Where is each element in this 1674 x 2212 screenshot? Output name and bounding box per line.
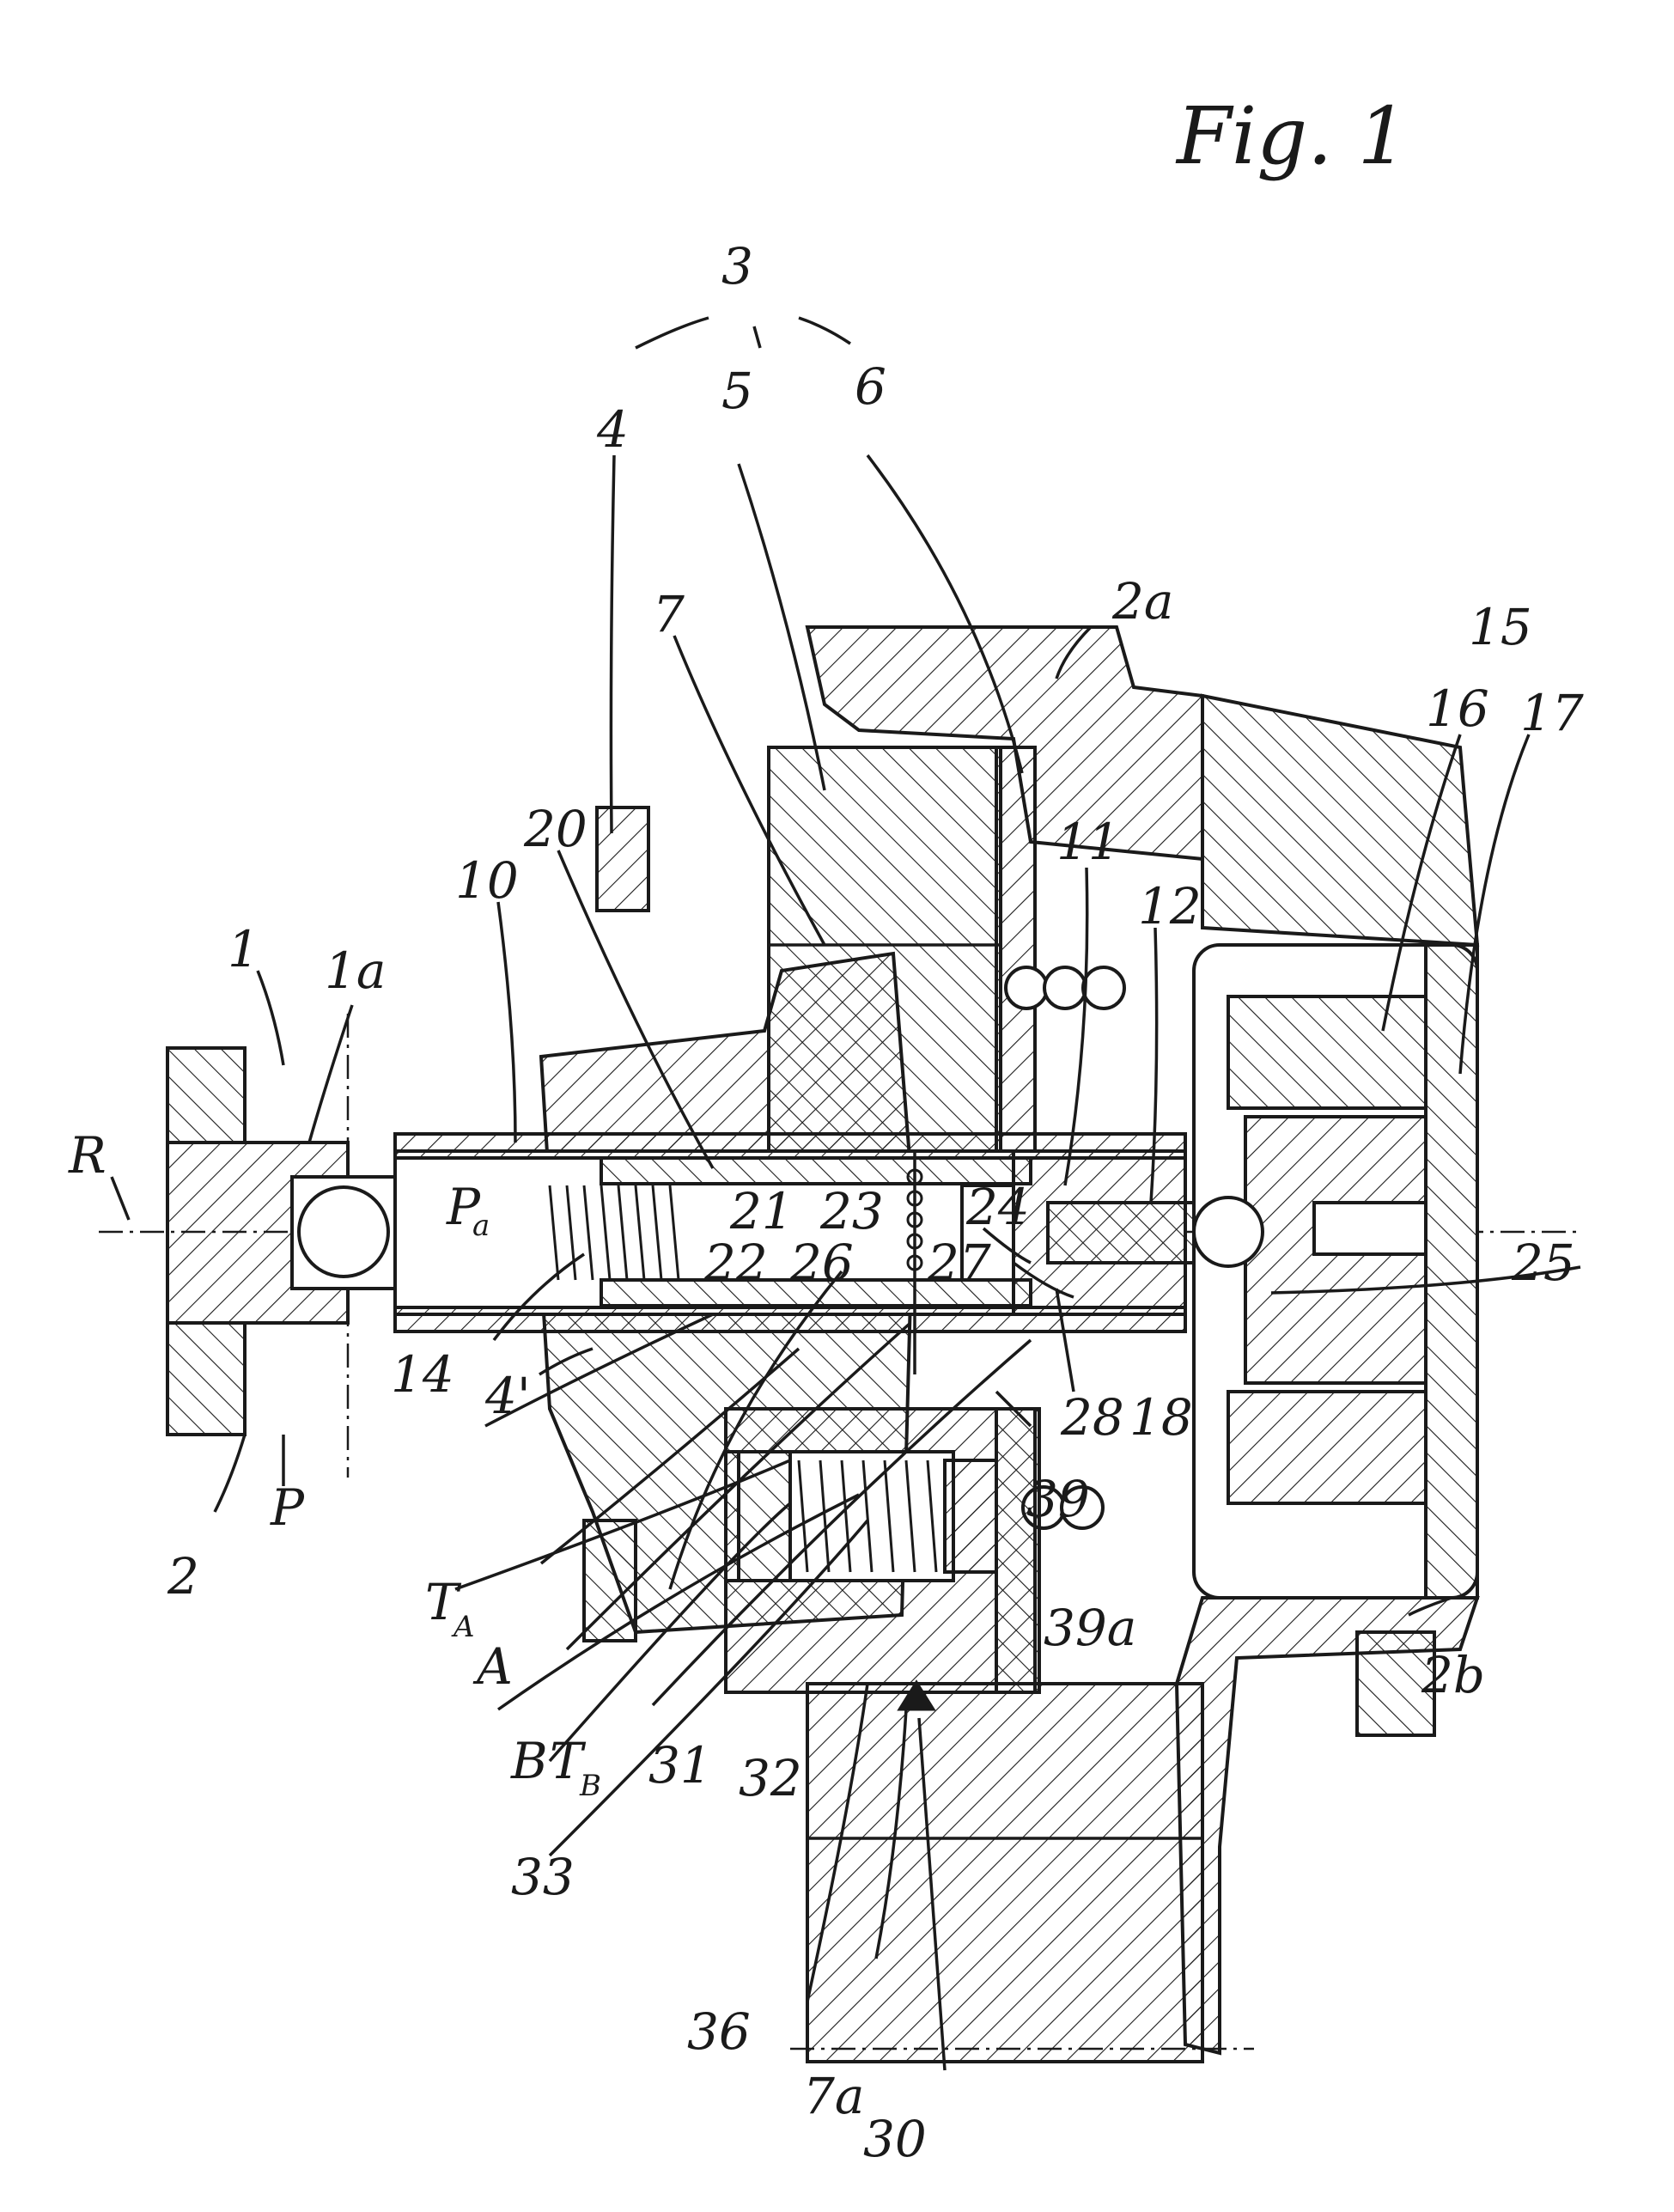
label-24: 24 xyxy=(965,1178,1030,1236)
label-7a: 7a xyxy=(803,2067,864,2125)
label-21: 21 xyxy=(729,1182,794,1240)
label-15: 15 xyxy=(1469,598,1532,656)
label-30: 30 xyxy=(863,2110,927,2168)
label-36: 36 xyxy=(687,2002,751,2061)
figure-title: Fig. 1 xyxy=(1175,90,1408,182)
label-22: 22 xyxy=(703,1234,768,1292)
label-2b: 2b xyxy=(1421,1646,1485,1704)
label-P: P xyxy=(270,1478,305,1537)
label-10: 10 xyxy=(455,851,519,910)
label-R: R xyxy=(68,1126,107,1185)
label-28: 28 xyxy=(1060,1388,1124,1447)
label-4: 4 xyxy=(596,400,629,459)
bearing-part xyxy=(1194,945,1477,1598)
label-25: 25 xyxy=(1511,1234,1575,1292)
label-3: 3 xyxy=(721,237,753,296)
label-16: 16 xyxy=(1426,679,1489,738)
label-B: B xyxy=(510,1732,548,1790)
label-32: 32 xyxy=(739,1749,802,1807)
label-39: 39 xyxy=(1026,1470,1090,1528)
label-33: 33 xyxy=(511,1848,575,1906)
label-12: 12 xyxy=(1138,877,1202,935)
camshaft-part xyxy=(167,1048,395,1435)
label-18: 18 xyxy=(1129,1388,1193,1447)
label-26: 26 xyxy=(789,1234,854,1292)
label-5: 5 xyxy=(721,362,753,420)
label-TB: T B xyxy=(550,1732,601,1803)
label-1a: 1a xyxy=(325,941,386,1000)
label-39a: 39a xyxy=(1044,1599,1136,1657)
label-11: 11 xyxy=(1056,813,1120,871)
label-27: 27 xyxy=(927,1234,991,1292)
label-20: 20 xyxy=(523,800,587,858)
label-31: 31 xyxy=(648,1736,712,1795)
label-A: A xyxy=(472,1637,513,1696)
label-2a: 2a xyxy=(1111,572,1173,631)
label-2: 2 xyxy=(167,1547,199,1606)
label-7: 7 xyxy=(653,585,685,643)
stator-part xyxy=(769,747,1035,1194)
label-14: 14 xyxy=(391,1345,454,1404)
label-TA-sub: A xyxy=(451,1610,475,1644)
label-4p: 4' xyxy=(484,1367,531,1425)
label-TB-sub: B xyxy=(579,1769,601,1803)
label-6: 6 xyxy=(855,357,886,416)
locking-mechanism-part xyxy=(726,1409,1039,1709)
label-17: 17 xyxy=(1520,684,1584,742)
label-23: 23 xyxy=(819,1182,884,1240)
label-1: 1 xyxy=(228,920,259,978)
label-Pa-sub: a xyxy=(472,1209,490,1243)
